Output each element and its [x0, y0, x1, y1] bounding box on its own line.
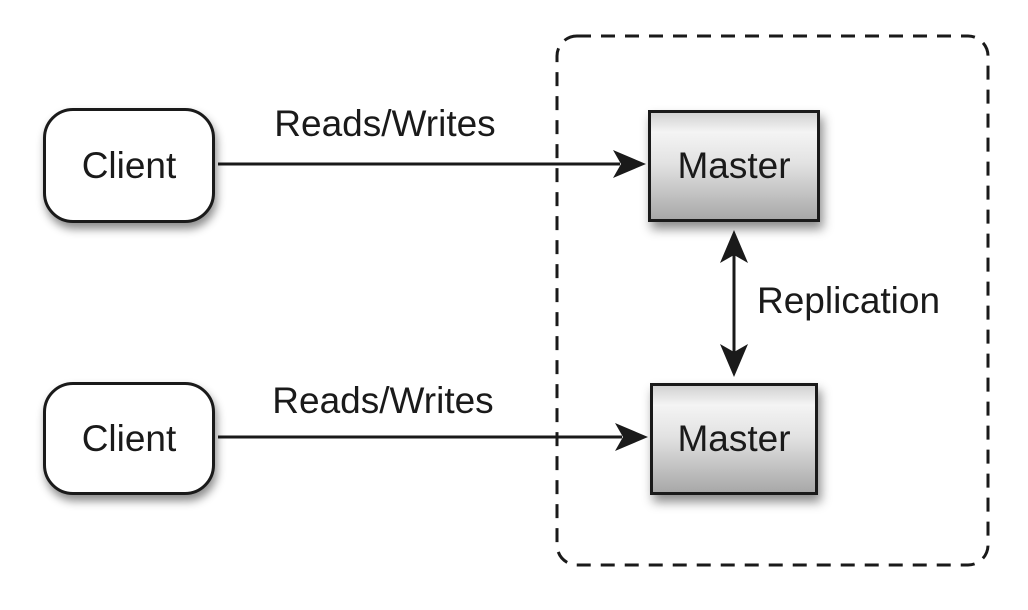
- replication-label: Replication: [757, 280, 941, 321]
- replication-boundary-dashed-border: [555, 34, 990, 567]
- replication-arrow-up-head: [720, 230, 748, 263]
- reads-writes-arrow-bottom-head: [615, 423, 648, 451]
- client-node-bottom: Client: [43, 382, 215, 495]
- client-node-bottom-label: Client: [81, 417, 177, 459]
- master-node-bottom-label: Master: [677, 418, 791, 459]
- master-node-top-label: Master: [677, 145, 791, 186]
- master-node-bottom: Master: [650, 383, 818, 495]
- reads-writes-arrow-top-head: [613, 150, 646, 178]
- reads-writes-label-bottom: Reads/Writes: [272, 380, 494, 421]
- client-node-top: Client: [43, 108, 215, 223]
- replication-arrow-down-head: [720, 344, 748, 377]
- master-node-top: Master: [648, 110, 820, 222]
- reads-writes-label-top: Reads/Writes: [274, 103, 496, 144]
- client-node-top-label: Client: [81, 144, 177, 186]
